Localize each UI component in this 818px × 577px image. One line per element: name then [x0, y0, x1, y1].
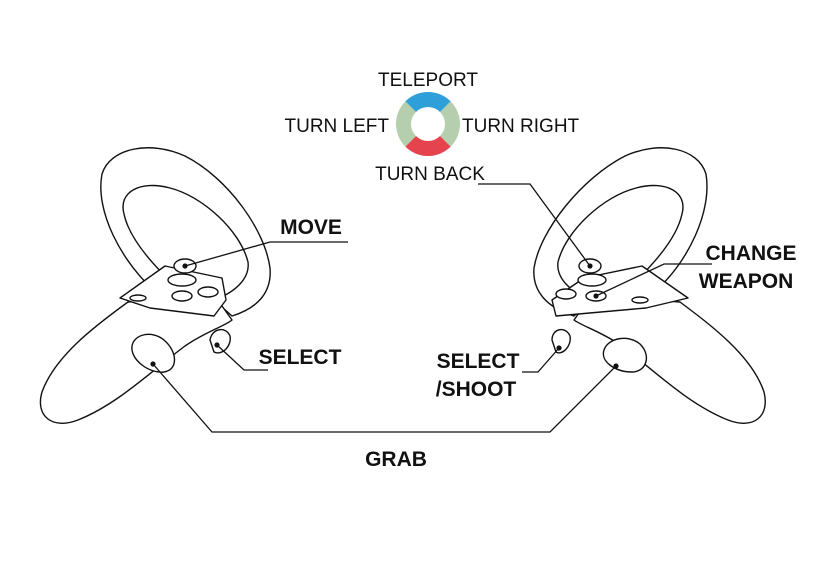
dpad-up-segment — [405, 92, 451, 112]
left-face-button-y — [197, 286, 219, 298]
turn-left-label: TURN LEFT — [285, 116, 390, 137]
left-grip-button — [131, 333, 176, 373]
left-tracking-ring — [100, 147, 271, 317]
select-shoot-label-line2: /SHOOT — [436, 378, 517, 401]
move-label: MOVE — [280, 216, 342, 239]
right-handle — [573, 299, 766, 424]
left-trigger — [209, 329, 231, 354]
grab-leader — [152, 363, 617, 433]
left-face-plate — [119, 265, 227, 317]
teleport-label: TELEPORT — [378, 70, 478, 91]
dpad-left-segment — [396, 101, 416, 147]
select-label: SELECT — [259, 346, 342, 369]
leader-lines — [152, 183, 712, 433]
move-leader — [184, 241, 348, 267]
select-shoot-leader — [522, 347, 560, 373]
turn-back-leader — [478, 183, 591, 267]
left-menu-button — [129, 294, 147, 302]
left-thumbstick-base — [167, 273, 197, 287]
select-shoot-label-line1: SELECT — [437, 350, 520, 373]
right-grip-button — [602, 337, 648, 373]
right-system-button — [631, 296, 649, 304]
right-trigger — [551, 329, 571, 354]
change-weapon-leader — [595, 263, 712, 297]
dpad-ring — [396, 92, 460, 156]
change-weapon-label-line1: CHANGE — [705, 242, 796, 265]
grab-label: GRAB — [365, 448, 427, 471]
select-left-leader — [216, 344, 268, 371]
left-face-button-x — [171, 290, 193, 302]
right-face-button-b — [555, 288, 577, 300]
turn-right-label: TURN RIGHT — [462, 116, 580, 137]
right-controller — [533, 147, 766, 424]
turn-back-label: TURN BACK — [375, 164, 485, 185]
dpad-right-segment — [440, 101, 460, 147]
left-controller — [39, 147, 271, 424]
left-handle — [39, 299, 233, 424]
right-thumbstick-base — [577, 273, 607, 287]
dpad-down-segment — [405, 136, 451, 156]
change-weapon-label-line2: WEAPON — [699, 270, 794, 293]
